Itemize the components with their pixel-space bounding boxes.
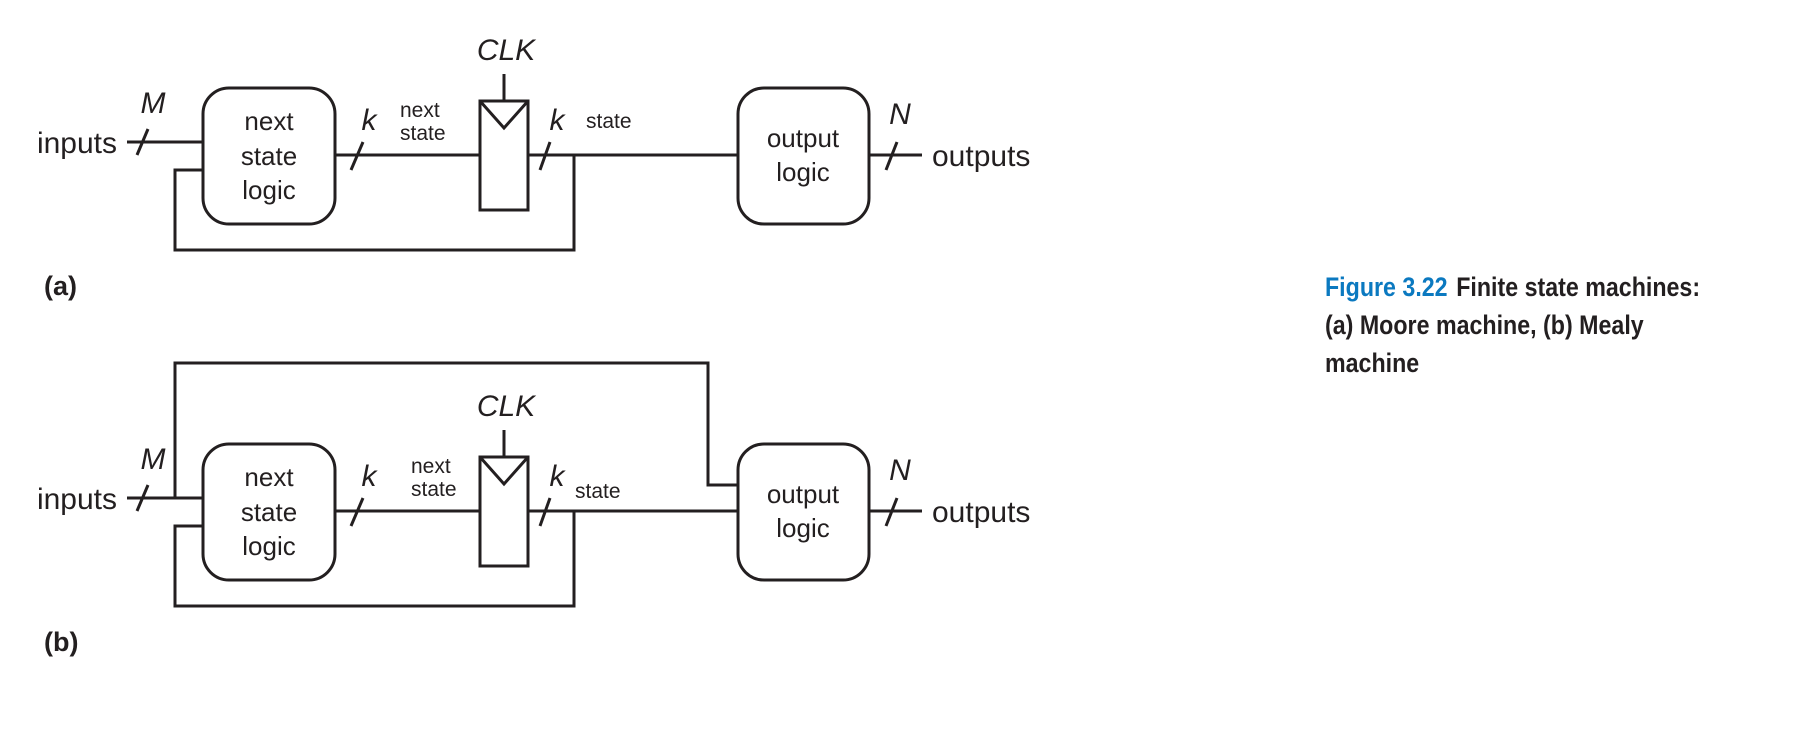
outputs-width-label: N [889,454,911,487]
state-register [478,455,530,568]
subfigure-label-a: (a) [44,271,77,301]
inputs-width-label: M [141,87,166,120]
bus-slash-k [349,497,365,527]
bus-slash-m [135,128,150,156]
next-state-logic-line-1: next [244,106,294,136]
bus-slash-m [135,484,150,512]
next-state-width-label: k [362,104,379,137]
next-state-width-label: k [362,460,379,493]
next-state-wire-label-1: next [400,99,440,122]
inputs-label: inputs [37,127,117,160]
clock-triangle-icon [478,100,530,131]
bus-slash-k [349,141,365,171]
next-state-logic-line-3: logic [242,531,295,561]
next-state-wire-label-2: state [411,478,457,501]
state-width-label: k [550,104,567,137]
next-state-wire-label-2: state [400,122,446,145]
state-wire-label: state [575,480,621,503]
bus-slash-n [884,497,899,527]
figure-number: Figure 3.22 [1325,272,1448,302]
mealy-machine-diagram: inputs M next state logic k next state C… [37,361,1030,657]
moore-machine-diagram: inputs M next state logic k next state C… [37,34,1030,301]
clock-label: CLK [477,34,537,67]
next-state-logic-line-1: next [244,462,294,492]
subfigure-label-b: (b) [44,627,78,657]
next-state-logic-line-3: logic [242,175,295,205]
next-state-wire-label-1: next [411,455,451,478]
clock-triangle-icon [478,456,530,487]
inputs-label: inputs [37,483,117,516]
outputs-width-label: N [889,98,911,131]
outputs-label: outputs [932,496,1030,529]
state-register [478,99,530,212]
bus-slash-n [884,141,899,171]
clock-label: CLK [477,390,537,423]
state-wire-label: state [586,110,632,133]
bus-slash-k [538,497,552,527]
state-width-label: k [550,460,567,493]
output-logic-block [736,86,871,226]
inputs-width-label: M [141,443,166,476]
output-logic-line-2: logic [776,513,829,543]
next-state-logic-line-2: state [241,141,297,171]
output-logic-line-1: output [767,479,840,509]
output-logic-line-1: output [767,123,840,153]
output-logic-block [736,442,871,582]
next-state-logic-line-2: state [241,497,297,527]
figure-caption-text: Finite state machines: (a) Moore machine… [1325,272,1701,378]
inputs-to-output-logic-wire [173,361,738,498]
state-feedback-wire [173,511,576,608]
output-logic-line-2: logic [776,157,829,187]
outputs-label: outputs [932,140,1030,173]
bus-slash-k [538,141,552,171]
state-feedback-wire [173,155,576,252]
